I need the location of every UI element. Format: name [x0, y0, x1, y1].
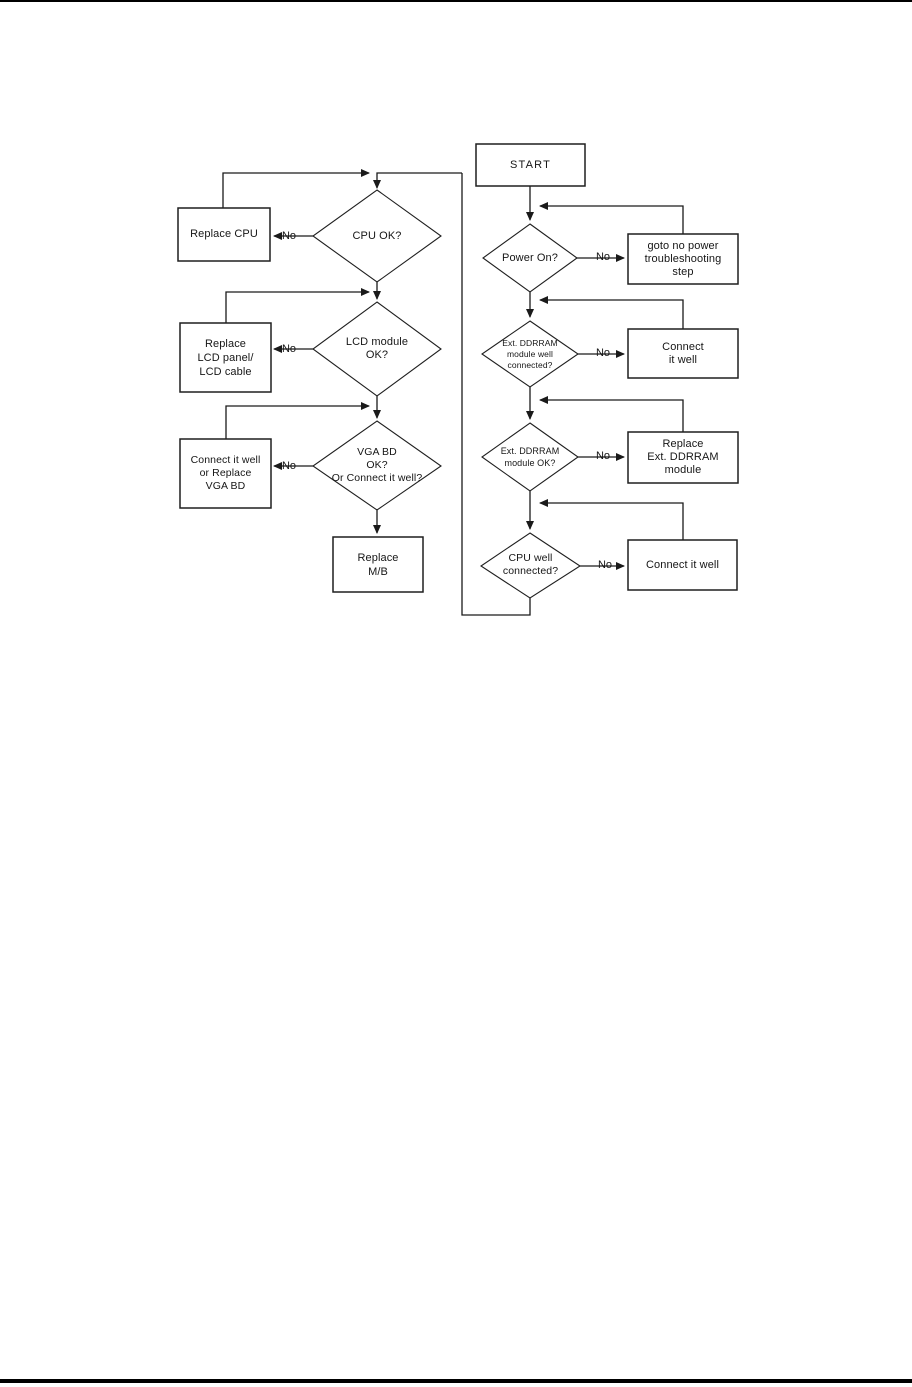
ext-ok-decision-shape — [481, 422, 579, 492]
connect-or-replace-vga-node-shape — [179, 438, 272, 509]
edge-goto-loop — [539, 202, 684, 234]
replace-cpu-node-shape — [177, 207, 271, 262]
lcd-ok-decision-shape — [312, 301, 442, 397]
bottom-rule — [0, 1379, 912, 1383]
vga-ok-decision-shape — [312, 420, 442, 511]
flowchart-diamonds — [312, 189, 582, 599]
connect-it-well-2-node-shape — [627, 539, 738, 591]
ext-connected-decision-shape — [481, 320, 579, 388]
edge-replace-lcd-loop — [225, 288, 370, 323]
flowchart-boxes — [177, 143, 739, 593]
replace-lcd-node-shape — [179, 322, 272, 393]
cpu-connected-decision-shape — [480, 532, 582, 599]
cpu-ok-decision-shape — [312, 189, 442, 283]
edge-connect-vga-loop — [225, 402, 370, 439]
replace-mb-node-shape — [332, 536, 424, 593]
goto-no-power-node-shape — [627, 233, 739, 285]
power-on-decision-shape — [482, 223, 578, 293]
edge-replace-ext-loop — [539, 396, 684, 432]
edge-connect1-loop — [539, 296, 684, 329]
connect-it-well-1-node-shape — [627, 328, 739, 379]
flowchart-edges — [222, 169, 684, 616]
edge-replace-cpu-loop — [222, 169, 370, 208]
start-node-shape — [475, 143, 586, 187]
top-rule — [0, 0, 912, 2]
replace-ext-ddrram-node-shape — [627, 431, 739, 484]
edge-big-loop — [461, 173, 531, 616]
edge-loop-into-cpu-ok — [373, 172, 462, 189]
edge-connect2-loop — [539, 499, 684, 540]
